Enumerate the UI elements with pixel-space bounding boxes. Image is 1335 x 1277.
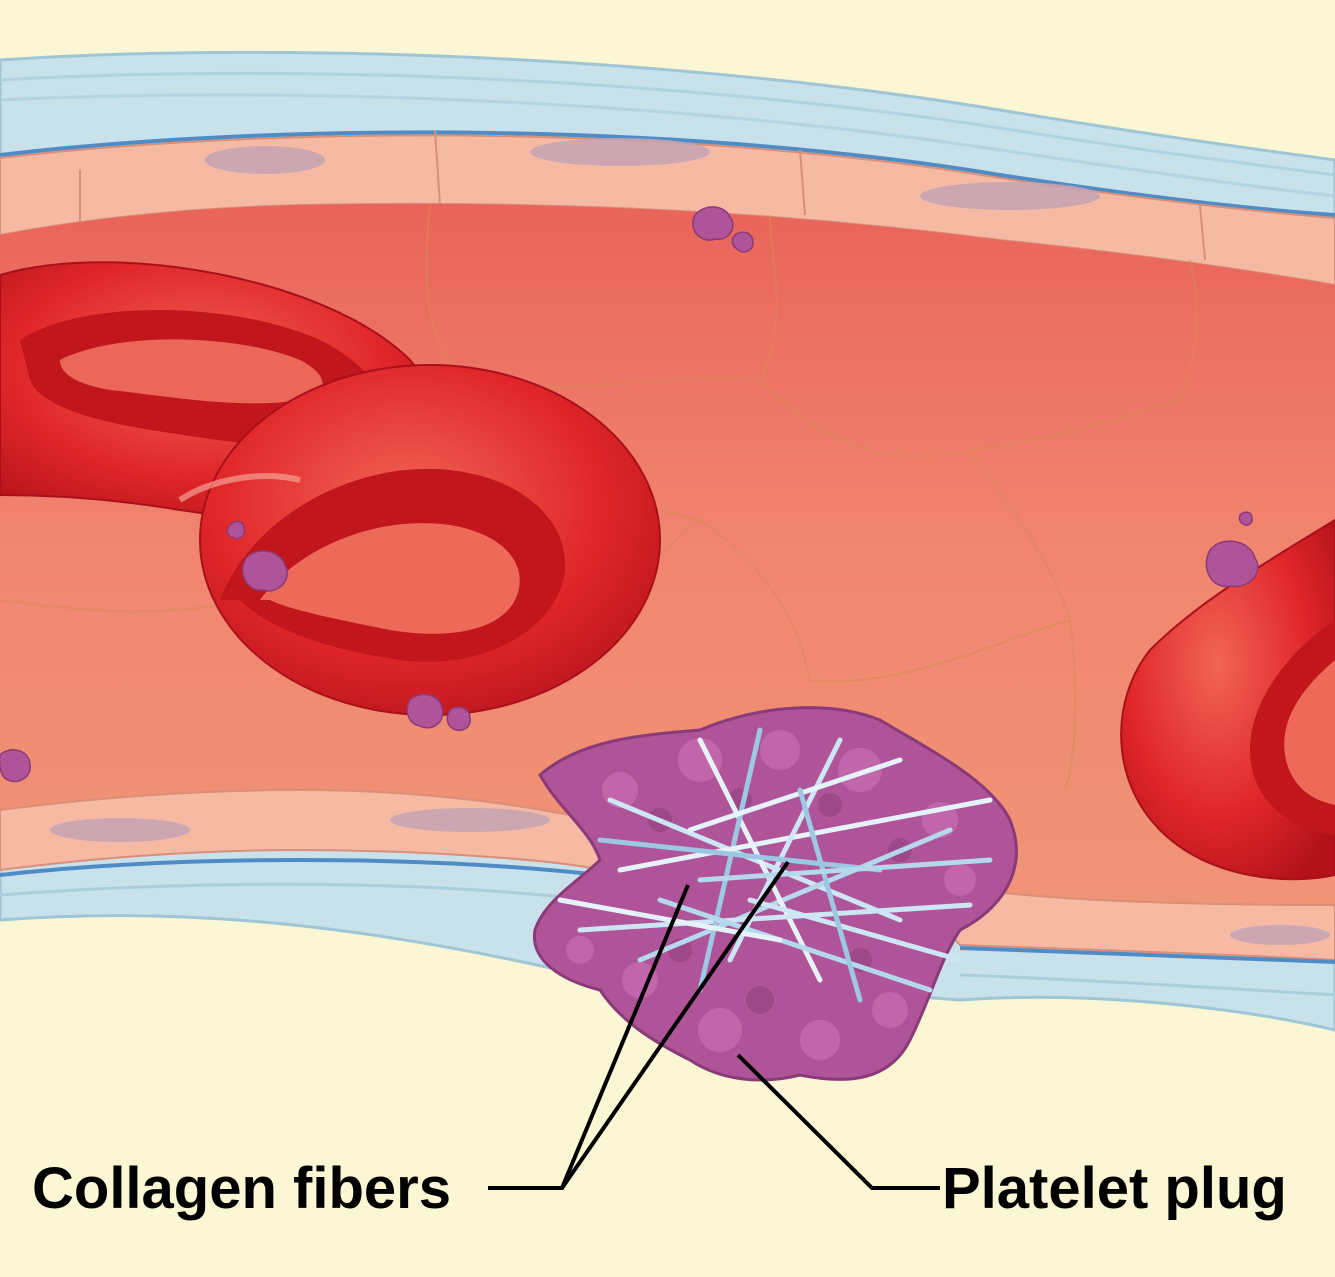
platelet-plug-label: Platelet plug: [942, 1160, 1287, 1218]
collagen-fibers-label: Collagen fibers: [32, 1160, 451, 1218]
